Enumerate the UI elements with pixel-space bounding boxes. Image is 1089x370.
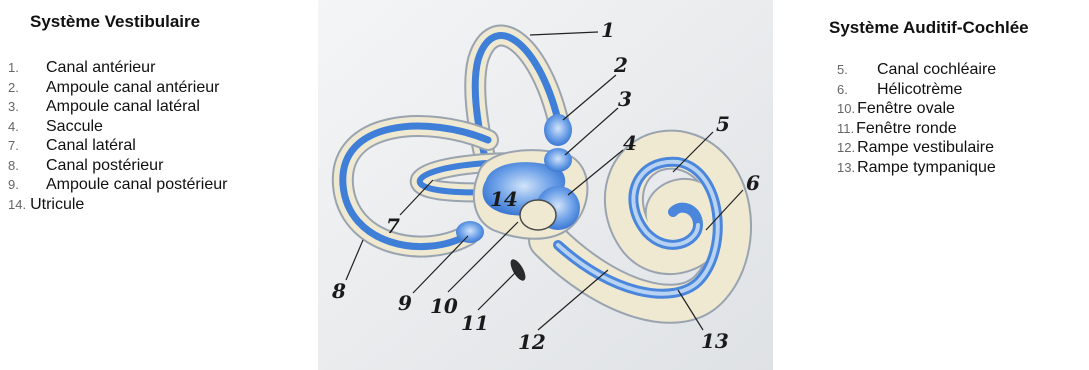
legend-label: Canal antérieur bbox=[46, 58, 155, 78]
legend-label: Rampe tympanique bbox=[857, 158, 996, 178]
legend-number: 7. bbox=[8, 136, 46, 156]
posterior-ampulla bbox=[456, 221, 484, 243]
legend-number: 11. bbox=[837, 119, 854, 139]
legend-number: 12. bbox=[837, 138, 855, 158]
legend-item: 3.Ampoule canal latéral bbox=[8, 97, 227, 117]
legend-item: 10.Fenêtre ovale bbox=[829, 99, 1029, 119]
legend-item: 2.Ampoule canal antérieur bbox=[8, 78, 227, 98]
legend-item: 11.Fenêtre ronde bbox=[829, 119, 1029, 139]
legend-label: Ampoule canal latéral bbox=[46, 97, 200, 117]
legend-label: Fenêtre ovale bbox=[857, 99, 955, 119]
legend-item: 13.Rampe tympanique bbox=[829, 158, 1029, 178]
legend-label: Canal cochléaire bbox=[877, 60, 996, 80]
callout-12: 12 bbox=[518, 330, 546, 354]
legend-label: Rampe vestibulaire bbox=[857, 138, 994, 158]
legend-number: 14. bbox=[8, 195, 26, 215]
vestibular-title: Système Vestibulaire bbox=[30, 12, 227, 32]
auditory-title: Système Auditif-Cochlée bbox=[829, 18, 1029, 38]
anterior-ampulla bbox=[544, 114, 572, 146]
legend-number: 2. bbox=[8, 78, 46, 98]
legend-item: 14.Utricule bbox=[8, 195, 227, 215]
legend-label: Ampoule canal antérieur bbox=[46, 78, 219, 98]
callout-1: 1 bbox=[601, 18, 615, 42]
callout-10: 10 bbox=[430, 294, 458, 318]
vestibular-legend: Système Vestibulaire 1.Canal antérieur 2… bbox=[8, 12, 227, 214]
legend-label: Saccule bbox=[46, 117, 103, 137]
legend-item: 8.Canal postérieur bbox=[8, 156, 227, 176]
legend-label: Ampoule canal postérieur bbox=[46, 175, 227, 195]
callout-9: 9 bbox=[398, 291, 412, 315]
legend-number: 5. bbox=[837, 60, 875, 80]
callout-6: 6 bbox=[746, 171, 760, 195]
oval-window bbox=[520, 200, 556, 230]
callout-5: 5 bbox=[716, 112, 730, 136]
legend-label: Fenêtre ronde bbox=[856, 119, 957, 139]
callout-13: 13 bbox=[701, 329, 729, 353]
legend-item: 12.Rampe vestibulaire bbox=[829, 138, 1029, 158]
legend-label: Hélicotrème bbox=[877, 80, 962, 100]
lateral-ampulla bbox=[544, 148, 572, 172]
callout-2: 2 bbox=[613, 53, 628, 77]
legend-label: Canal postérieur bbox=[46, 156, 163, 176]
auditory-list: 5.Canal cochléaire 6.Hélicotrème 10.Fenê… bbox=[829, 60, 1029, 177]
legend-item: 6.Hélicotrème bbox=[829, 80, 1029, 100]
legend-item: 5.Canal cochléaire bbox=[829, 60, 1029, 80]
legend-number: 1. bbox=[8, 58, 46, 78]
callout-4: 4 bbox=[623, 131, 637, 155]
legend-number: 13. bbox=[837, 158, 855, 178]
legend-number: 8. bbox=[8, 156, 46, 176]
legend-number: 4. bbox=[8, 117, 46, 137]
legend-number: 9. bbox=[8, 175, 46, 195]
legend-item: 1.Canal antérieur bbox=[8, 58, 227, 78]
legend-item: 9.Ampoule canal postérieur bbox=[8, 175, 227, 195]
legend-number: 3. bbox=[8, 97, 46, 117]
legend-number: 10. bbox=[837, 99, 855, 119]
callout-8: 8 bbox=[331, 279, 346, 303]
callout-7: 7 bbox=[386, 214, 400, 238]
callout-14: 14 bbox=[490, 187, 518, 211]
inner-ear-diagram: 1 2 3 4 5 6 7 8 9 10 11 12 13 14 bbox=[318, 0, 773, 370]
auditory-legend: Système Auditif-Cochlée 5.Canal cochléai… bbox=[829, 18, 1029, 177]
legend-item: 4.Saccule bbox=[8, 117, 227, 137]
legend-label: Canal latéral bbox=[46, 136, 136, 156]
vestibular-list: 1.Canal antérieur 2.Ampoule canal antéri… bbox=[8, 58, 227, 214]
callout-11: 11 bbox=[461, 311, 489, 335]
callout-3: 3 bbox=[618, 87, 632, 111]
legend-label: Utricule bbox=[30, 195, 84, 215]
legend-item: 7.Canal latéral bbox=[8, 136, 227, 156]
legend-number: 6. bbox=[837, 80, 875, 100]
